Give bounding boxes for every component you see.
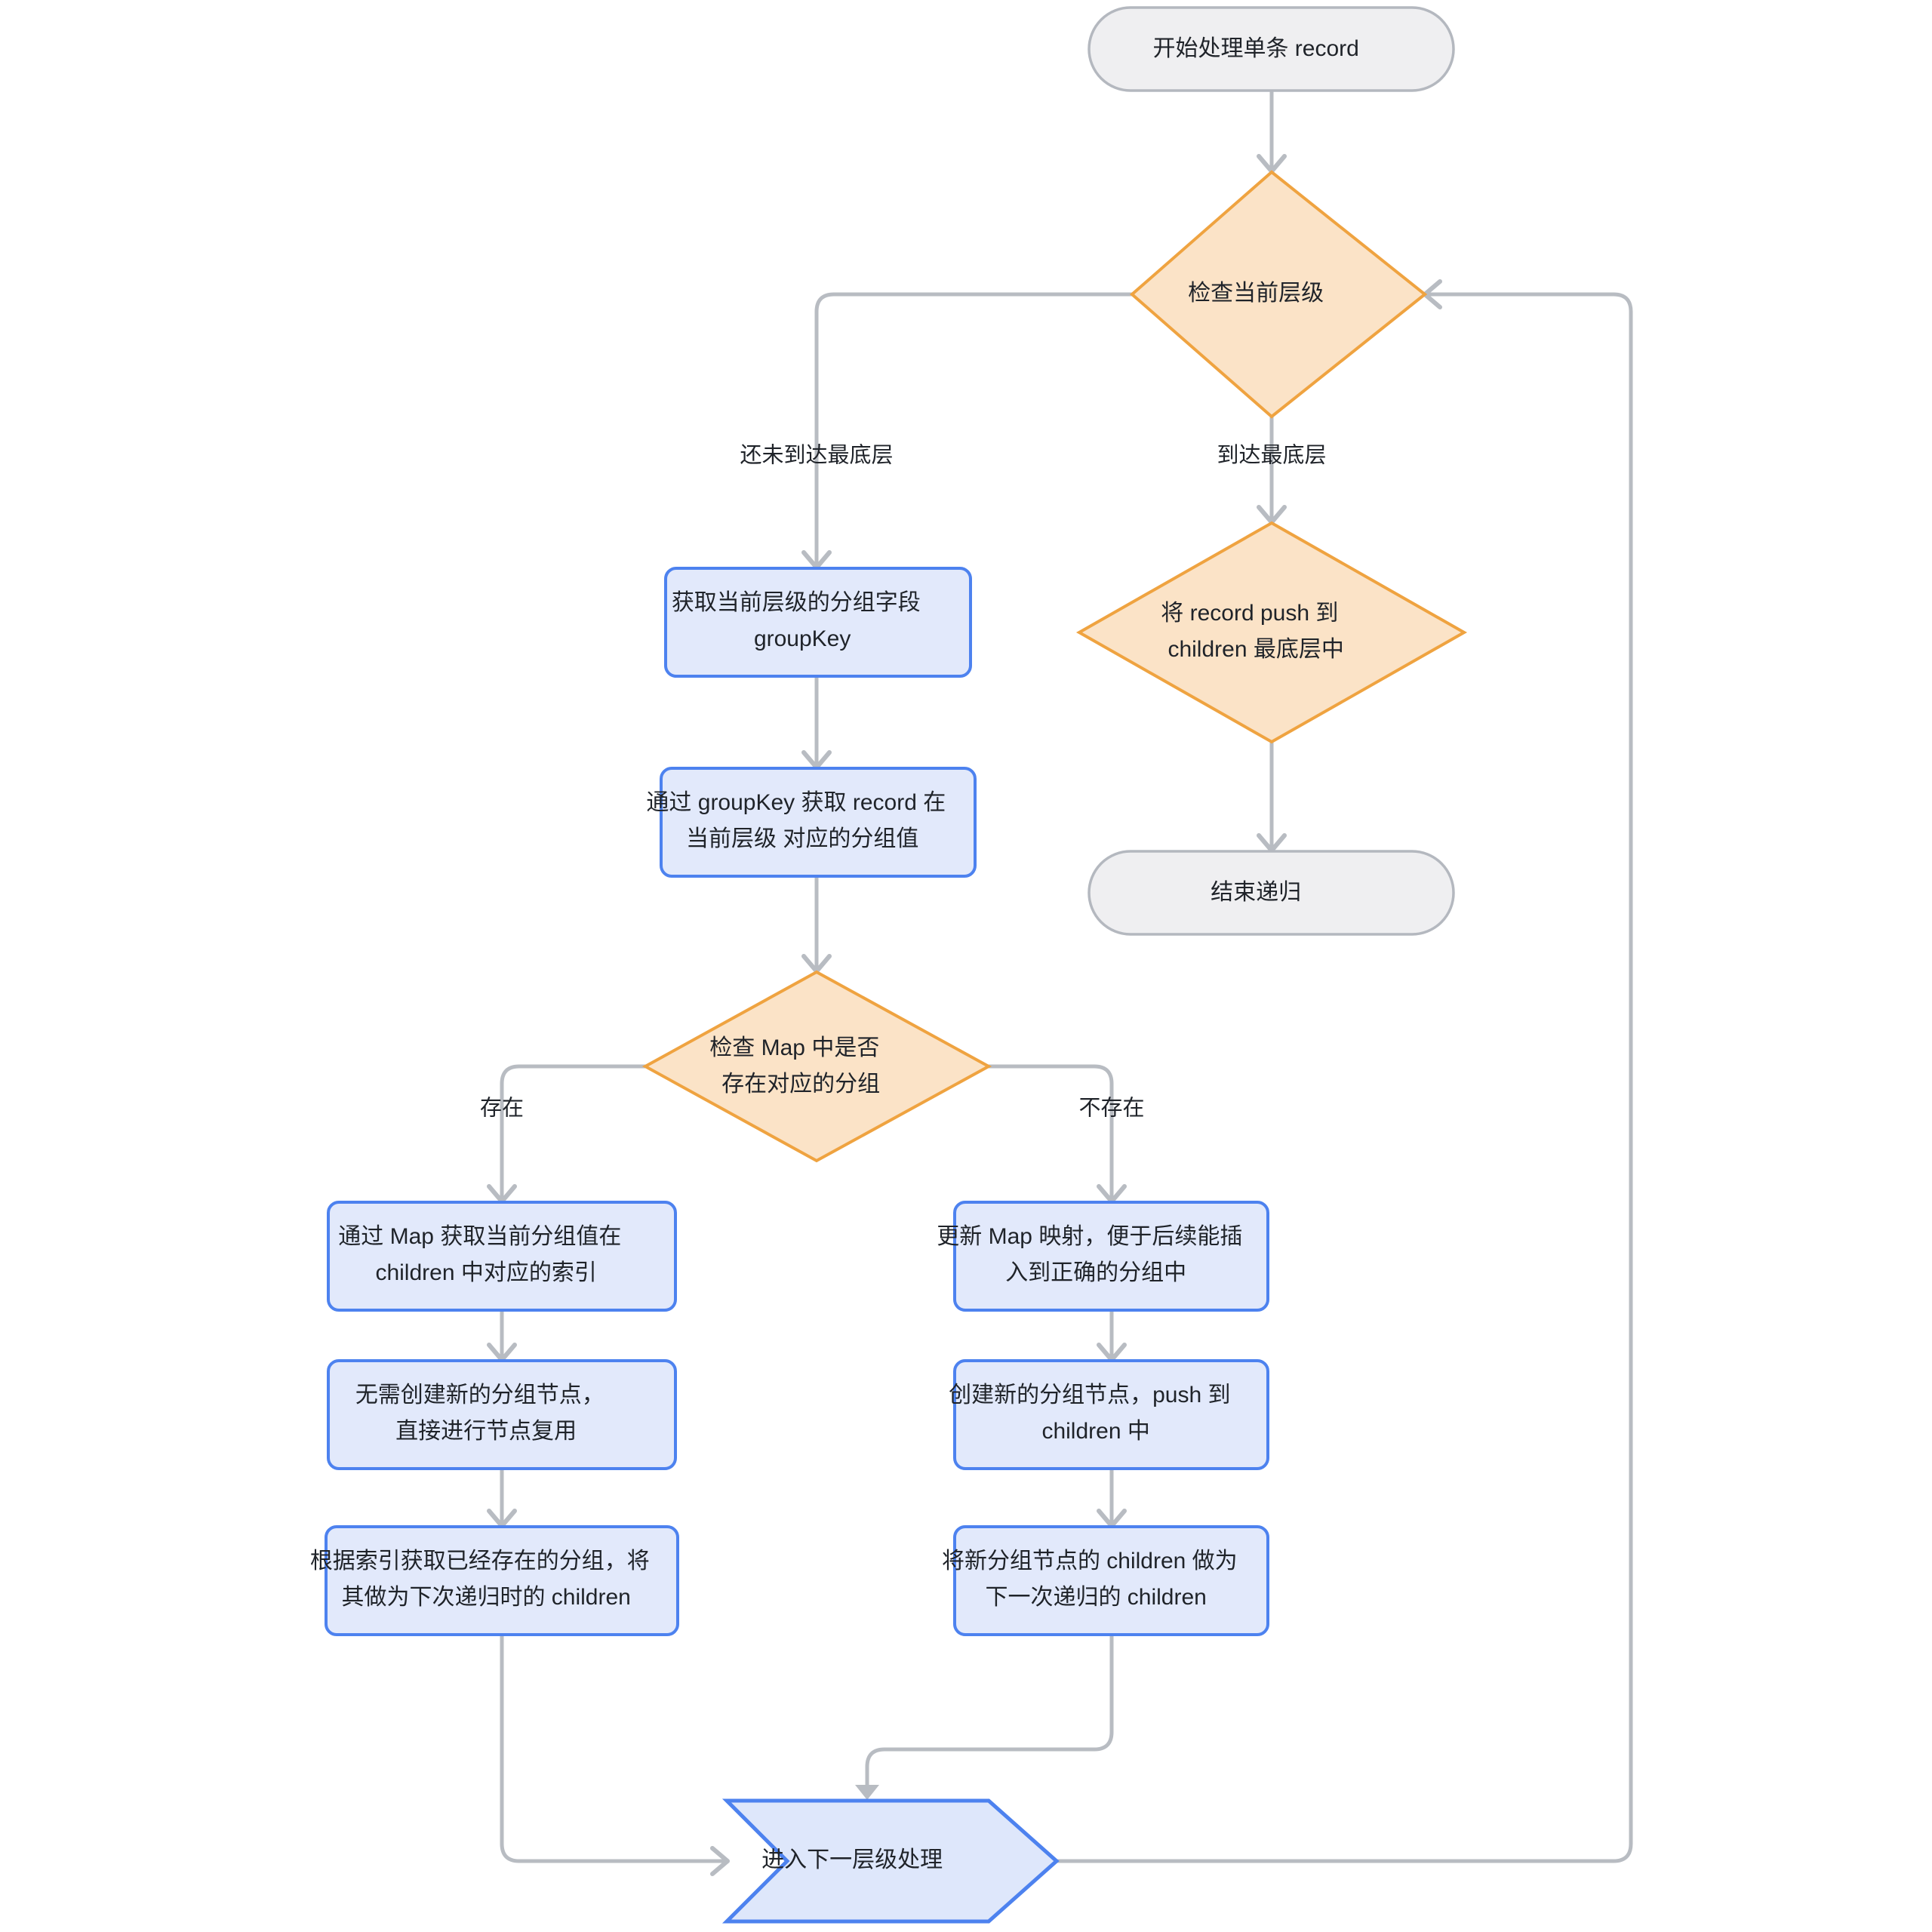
node-map-get-index[interactable]: 通过 Map 获取当前分组值在 children 中对应的索引 [327,1201,677,1312]
node-create-node[interactable]: 创建新的分组节点，push 到 children 中 [949,1359,1275,1470]
map-get-index-label: 通过 Map 获取当前分组值在 children 中对应的索引 [338,1224,665,1285]
edge-next-level-to-check-level [1020,292,1633,1863]
arrowhead-existing-as-children-to-next-level [710,1846,730,1876]
edge-check-map-to-update-map [986,1064,1114,1202]
node-check-level[interactable]: 检查当前层级 [1129,170,1428,419]
push-record-shape [1075,521,1468,744]
edge-existing-as-children-to-next-level [500,1634,728,1863]
node-push-record[interactable]: 将 record push 到 children 最底层中 [1075,521,1468,744]
create-node-shape [953,1359,1269,1470]
edge-label-bottom: 到达最底层 [1217,443,1326,468]
next-level-label: 进入下一层级处理 [761,1847,974,1872]
update-map-label: 更新 Map 映射，便于后续能插 入到正确的分组中 [937,1224,1286,1285]
check-level-shape [1129,170,1428,419]
get-groupvalue-label: 通过 groupKey 获取 record 在 当前层级 对应的分组值 [646,790,989,851]
node-get-groupvalue[interactable]: 通过 groupKey 获取 record 在 当前层级 对应的分组值 [646,767,989,878]
reuse-node-label: 无需创建新的分组节点， 直接进行节点复用 [355,1383,648,1444]
edge-new-as-children-to-next-level [865,1634,1114,1798]
edge-label-exists: 存在 [480,1096,524,1121]
check-level-label: 检查当前层级 [1188,281,1355,306]
new-as-children-shape [953,1525,1269,1636]
node-reuse-node[interactable]: 无需创建新的分组节点， 直接进行节点复用 [327,1359,677,1470]
end-recursion-shape [1088,850,1455,936]
check-map-label: 检查 Map 中是否 存在对应的分组 [709,1035,923,1097]
edge-check-map-to-map-get-index [500,1064,648,1202]
node-next-level[interactable]: 进入下一层级处理 [721,1798,1060,1924]
node-end-recursion[interactable]: 结束递归 [1088,850,1455,936]
map-get-index-shape [327,1201,677,1312]
push-record-label: 将 record push 到 children 最底层中 [1161,601,1382,662]
node-check-map[interactable]: 检查 Map 中是否 存在对应的分组 [641,970,992,1163]
edge-label-not-exists: 不存在 [1078,1096,1144,1121]
start-shape [1088,6,1455,92]
node-update-map[interactable]: 更新 Map 映射，便于后续能插 入到正确的分组中 [937,1201,1286,1312]
arrowhead-new-as-children-to-next-level [855,1785,879,1800]
update-map-shape [953,1201,1269,1312]
get-groupkey-shape [664,567,972,678]
edge-check-level-to-get-groupkey [814,292,1134,568]
node-existing-as-children[interactable]: 根据索引获取已经存在的分组，将 其做为下次递归时的 children [310,1525,694,1636]
create-node-label: 创建新的分组节点，push 到 children 中 [949,1383,1275,1444]
existing-as-children-shape [325,1525,679,1636]
check-map-shape [641,970,992,1163]
node-get-groupkey[interactable]: 获取当前层级的分组字段 groupKey [664,567,972,678]
existing-as-children-label: 根据索引获取已经存在的分组，将 其做为下次递归时的 children [310,1549,694,1610]
reuse-node-shape [327,1359,677,1470]
get-groupkey-label: 获取当前层级的分组字段 groupKey [672,590,964,651]
end-recursion-label: 结束递归 [1211,880,1333,905]
edge-label-not-bottom: 还未到达最底层 [740,443,893,468]
node-new-as-children[interactable]: 将新分组节点的 children 做为 下一次递归的 children [942,1525,1281,1636]
next-level-shape [721,1798,1060,1924]
new-as-children-label: 将新分组节点的 children 做为 下一次递归的 children [942,1549,1281,1610]
edges-layer [487,88,1633,1876]
node-start[interactable]: 开始处理单条 record [1088,6,1455,92]
start-label: 开始处理单条 record [1152,36,1390,61]
get-groupvalue-shape [660,767,977,878]
